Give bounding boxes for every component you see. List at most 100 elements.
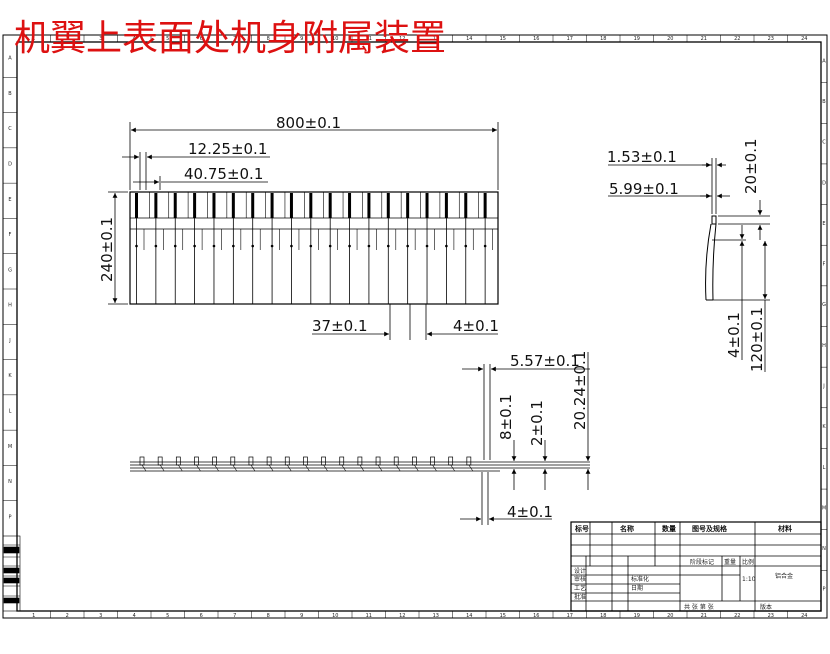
zone-label: C: [8, 126, 12, 132]
zone-label: 5: [166, 613, 169, 619]
dim-gap-4: 4±0.1: [453, 317, 499, 335]
lower-fin-foot: [250, 464, 256, 472]
left-revision-strip: [2, 535, 21, 612]
fin-clip: [444, 193, 448, 218]
lower-fin-foot: [196, 464, 201, 472]
dim-side-4: 4±0.1: [725, 312, 743, 358]
zone-label: 4: [133, 36, 136, 42]
zone-label: 9: [300, 613, 303, 619]
fin-clip: [406, 193, 410, 218]
lower-fin: [448, 456, 454, 466]
zone-label: 6: [200, 36, 203, 42]
zone-label: E: [822, 221, 825, 227]
dim-lower-5-57: 5.57±0.1: [510, 352, 580, 370]
fin-dot: [483, 244, 487, 248]
zone-label: L: [9, 409, 12, 415]
zone-label: B: [8, 91, 12, 97]
lower-fin-foot: [141, 464, 147, 472]
lower-fin: [266, 456, 272, 466]
zone-label: M: [822, 505, 826, 511]
lower-fin: [375, 456, 381, 466]
fin-dot: [232, 244, 235, 248]
tb-scale-value: 1:10: [742, 576, 756, 583]
zone-label: 14: [466, 36, 472, 42]
zone-label: 7: [233, 36, 236, 42]
fin-dot: [348, 244, 351, 248]
dim-pitch-small: 12.25±0.1: [188, 140, 267, 158]
lower-view: [130, 461, 590, 472]
lower-fin: [212, 456, 217, 466]
fin-clip: [309, 193, 313, 218]
zone-label: 12: [399, 613, 405, 619]
lower-fin-foot: [214, 464, 219, 472]
zone-label: 18: [600, 36, 606, 42]
fin-clip: [193, 193, 197, 218]
zone-label: 22: [734, 613, 740, 619]
side-view: [705, 215, 717, 301]
lower-fin-foot: [377, 464, 383, 472]
zone-label: L: [823, 465, 826, 471]
zone-label: J: [822, 383, 824, 389]
zone-label: 13: [433, 36, 439, 42]
zone-label: B: [822, 99, 826, 105]
fin-clip: [154, 193, 158, 218]
zone-label: M: [8, 444, 12, 450]
fin-dot: [135, 244, 138, 248]
tb-std: 标准化: [631, 575, 649, 583]
lower-fin: [430, 456, 435, 466]
zone-label: 21: [701, 36, 707, 42]
dim-height: 240±0.1: [98, 217, 116, 282]
zone-label: 2: [66, 613, 69, 619]
drawing-title: 机翼上表面处机身附属装置: [14, 18, 446, 59]
zone-label: 2: [66, 36, 69, 42]
zone-label: 24: [801, 36, 807, 42]
fin-clip: [483, 193, 487, 218]
tb-check: 审核: [574, 575, 586, 583]
fin-dot: [328, 244, 332, 248]
side-dimensions: [608, 158, 770, 372]
dim-lower-4: 4±0.1: [507, 503, 553, 521]
zone-label: 16: [533, 36, 539, 42]
fin-clip: [231, 193, 235, 218]
lower-fin: [466, 456, 472, 466]
tb-material-value: 铝合金: [775, 572, 793, 580]
title-block: [570, 521, 822, 612]
zone-label: 7: [233, 613, 236, 619]
dim-side-1-53: 1.53±0.1: [607, 148, 677, 166]
zone-label: 13: [433, 613, 439, 619]
front-dimensions: [108, 122, 499, 340]
lower-fin: [139, 456, 145, 466]
fin-clip: [212, 193, 216, 218]
dim-lower-8: 8±0.1: [497, 394, 515, 440]
zone-label: C: [822, 140, 826, 146]
zone-label: H: [822, 343, 826, 349]
fin-dot: [445, 244, 448, 248]
zone-label: A: [822, 58, 826, 64]
zone-label: 17: [567, 613, 573, 619]
lower-fin-foot: [359, 464, 365, 472]
fin-clip: [386, 193, 390, 218]
dim-side-120: 120±0.1: [748, 307, 766, 372]
zone-label: P: [822, 587, 825, 593]
fin-clip: [251, 193, 255, 218]
zone-label: 19: [634, 613, 640, 619]
fin-dot: [425, 244, 429, 248]
fin-clip: [464, 193, 468, 218]
lower-fin: [157, 456, 163, 466]
lower-fin: [194, 456, 199, 466]
zone-label: 23: [768, 36, 774, 42]
lower-fin-foot: [305, 464, 310, 472]
zone-label: 20: [667, 613, 673, 619]
lower-fin-foot: [287, 464, 292, 472]
zone-label: N: [822, 546, 826, 552]
zone-label: 24: [801, 613, 807, 619]
lower-fin: [357, 456, 363, 466]
zone-label: 3: [99, 613, 102, 619]
lower-fin: [339, 456, 345, 466]
zone-label: A: [8, 56, 12, 62]
tb-version: 版本: [760, 603, 772, 611]
zone-label: K: [8, 373, 12, 379]
lower-fin-foot: [432, 464, 437, 472]
lower-dimensions: [460, 352, 591, 525]
